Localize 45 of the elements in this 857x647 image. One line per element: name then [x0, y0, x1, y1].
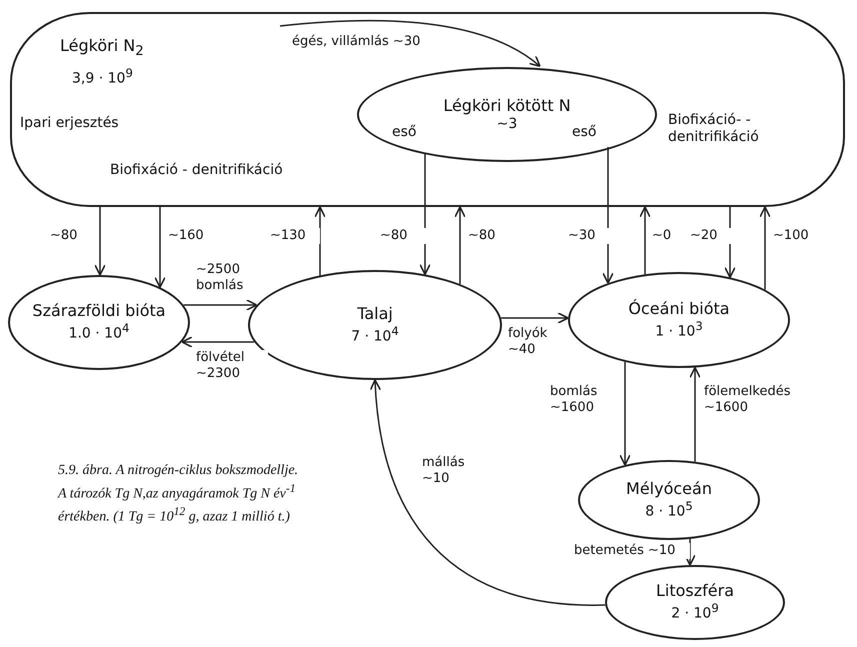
reservoir-ellipse — [357, 67, 657, 162]
flow-label: Biofixáció- - denitrifikáció — [668, 112, 760, 146]
reservoir-ellipse — [8, 275, 190, 370]
edge-label: betemetés ~10 — [572, 543, 690, 559]
edge-label: ~30 — [566, 228, 610, 244]
flow-label: Ipari erjesztés — [20, 115, 120, 132]
arrow — [759, 206, 771, 290]
reservoir-name: Mélyóceán — [626, 478, 712, 499]
flow-label: Biofixáció - denitrifikáció — [110, 162, 284, 179]
arrow — [501, 312, 569, 324]
reservoir-amount: 1.0 · 10$^{4}$ — [68, 321, 130, 344]
reservoir-amount: 2 · 10$^{9}$ — [671, 601, 719, 624]
arrow — [154, 207, 166, 288]
reservoir-name: Légköri kötött N — [443, 96, 571, 116]
reservoir-amount: 3,9 · 10$^{9}$ — [72, 66, 133, 88]
reservoir-amount: 8 · 10$^{5}$ — [645, 498, 693, 522]
arrow — [602, 147, 614, 284]
arrow — [639, 206, 651, 274]
edge-label: ~80 — [378, 228, 426, 244]
arrow — [684, 538, 696, 566]
arrow — [314, 206, 326, 276]
arrow — [370, 379, 606, 606]
figure-caption: 5.9. ábra. A nitrogén-ciklus bokszmodellje. A tározók Tg N,az anyagáramok Tg N év$^{-1}$ értékben. (1 Tg = 10$^{12}$ g, azaz 1 millió t.) — [58, 462, 300, 528]
arrow — [94, 207, 106, 276]
reservoir-amount: 7 · 10$^{4}$ — [351, 324, 399, 346]
edge-label: ~130 — [268, 228, 320, 244]
reservoir-ellipse — [605, 565, 785, 640]
arrow — [184, 299, 258, 311]
arrow — [454, 206, 466, 284]
reservoir-name: Légköri N$_{2}$ — [60, 36, 144, 61]
arrow — [619, 362, 631, 466]
arrow — [181, 336, 254, 348]
reservoir-amount: ~3 — [496, 116, 518, 134]
arrow — [280, 20, 541, 68]
arrow — [689, 366, 701, 462]
flow-label: eső — [572, 124, 598, 141]
reservoir-name: Litoszféra — [656, 581, 734, 602]
reservoir-name: Óceáni bióta — [628, 298, 730, 319]
reservoir-amount: 1 · 10$^{3}$ — [655, 318, 703, 342]
reservoir-name: Talaj — [357, 304, 393, 324]
reservoir-ellipse — [568, 272, 790, 368]
reservoir-ellipse — [578, 460, 760, 540]
edge-label: ~20 — [688, 228, 732, 244]
reservoir-name: Szárazföldi bióta — [32, 301, 166, 322]
flow-label: eső — [392, 124, 418, 141]
